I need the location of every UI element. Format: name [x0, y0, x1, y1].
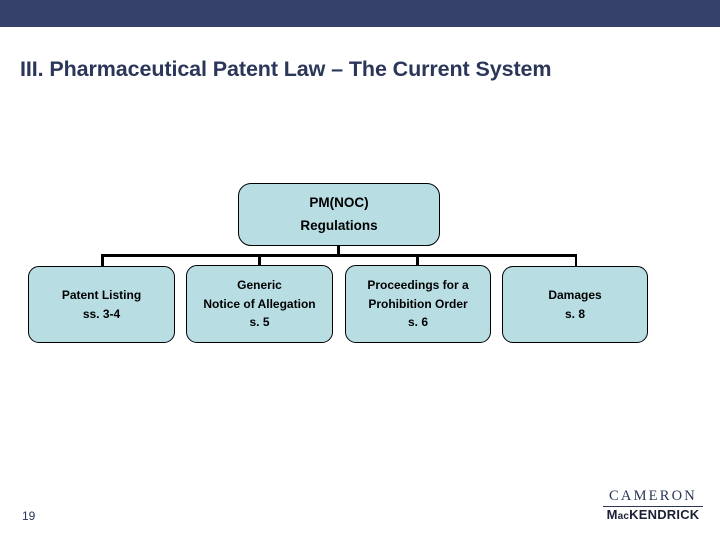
top-banner	[0, 0, 720, 27]
node-pmnoc-regulations[interactable]: PM(NOC) Regulations	[238, 183, 440, 246]
node-prohibition-line3: s. 6	[407, 315, 428, 330]
logo-mackendrick-prefix: M	[606, 506, 618, 522]
node-pmnoc-line2: Regulations	[300, 217, 378, 233]
logo-mackendrick-text: MacKENDRICK	[603, 506, 703, 522]
footer-logo: CAMERON MacKENDRICK	[603, 488, 703, 522]
node-patent-listing[interactable]: Patent Listing ss. 3-4	[28, 266, 175, 343]
node-generic-noa-line2: Notice of Allegation	[203, 296, 316, 311]
page-number: 19	[22, 509, 36, 523]
node-damages[interactable]: Damages s. 8	[502, 266, 648, 343]
logo-mackendrick-suffix: KENDRICK	[629, 506, 700, 522]
node-generic-noa-line3: s. 5	[249, 315, 270, 330]
connector-drop-generic-noa	[258, 254, 261, 267]
node-prohibition-line1: Proceedings for a	[367, 278, 469, 293]
node-prohibition-line2: Prohibition Order	[368, 296, 468, 311]
logo-divider-rule	[603, 505, 703, 507]
node-damages-line1: Damages	[548, 287, 602, 302]
logo-mackendrick-small: ac	[617, 510, 630, 522]
node-pmnoc-line1: PM(NOC)	[309, 195, 369, 211]
node-damages-line2: s. 8	[564, 306, 585, 321]
connector-drop-damages	[574, 254, 577, 267]
node-patent-listing-line1: Patent Listing	[61, 287, 142, 302]
node-prohibition-order-proceedings[interactable]: Proceedings for a Prohibition Order s. 6	[345, 265, 491, 343]
node-patent-listing-line2: ss. 3-4	[82, 306, 121, 321]
node-generic-noa-line1: Generic	[237, 278, 282, 293]
connector-horizontal-bus	[101, 254, 577, 257]
connector-drop-patent-listing	[101, 254, 104, 267]
node-generic-notice-of-allegation[interactable]: Generic Notice of Allegation s. 5	[186, 265, 333, 343]
connector-drop-prohibition-order	[416, 254, 419, 267]
connector-root-stem	[337, 246, 340, 256]
logo-cameron-text: CAMERON	[609, 488, 697, 504]
page-title: III. Pharmaceutical Patent Law – The Cur…	[20, 57, 552, 81]
